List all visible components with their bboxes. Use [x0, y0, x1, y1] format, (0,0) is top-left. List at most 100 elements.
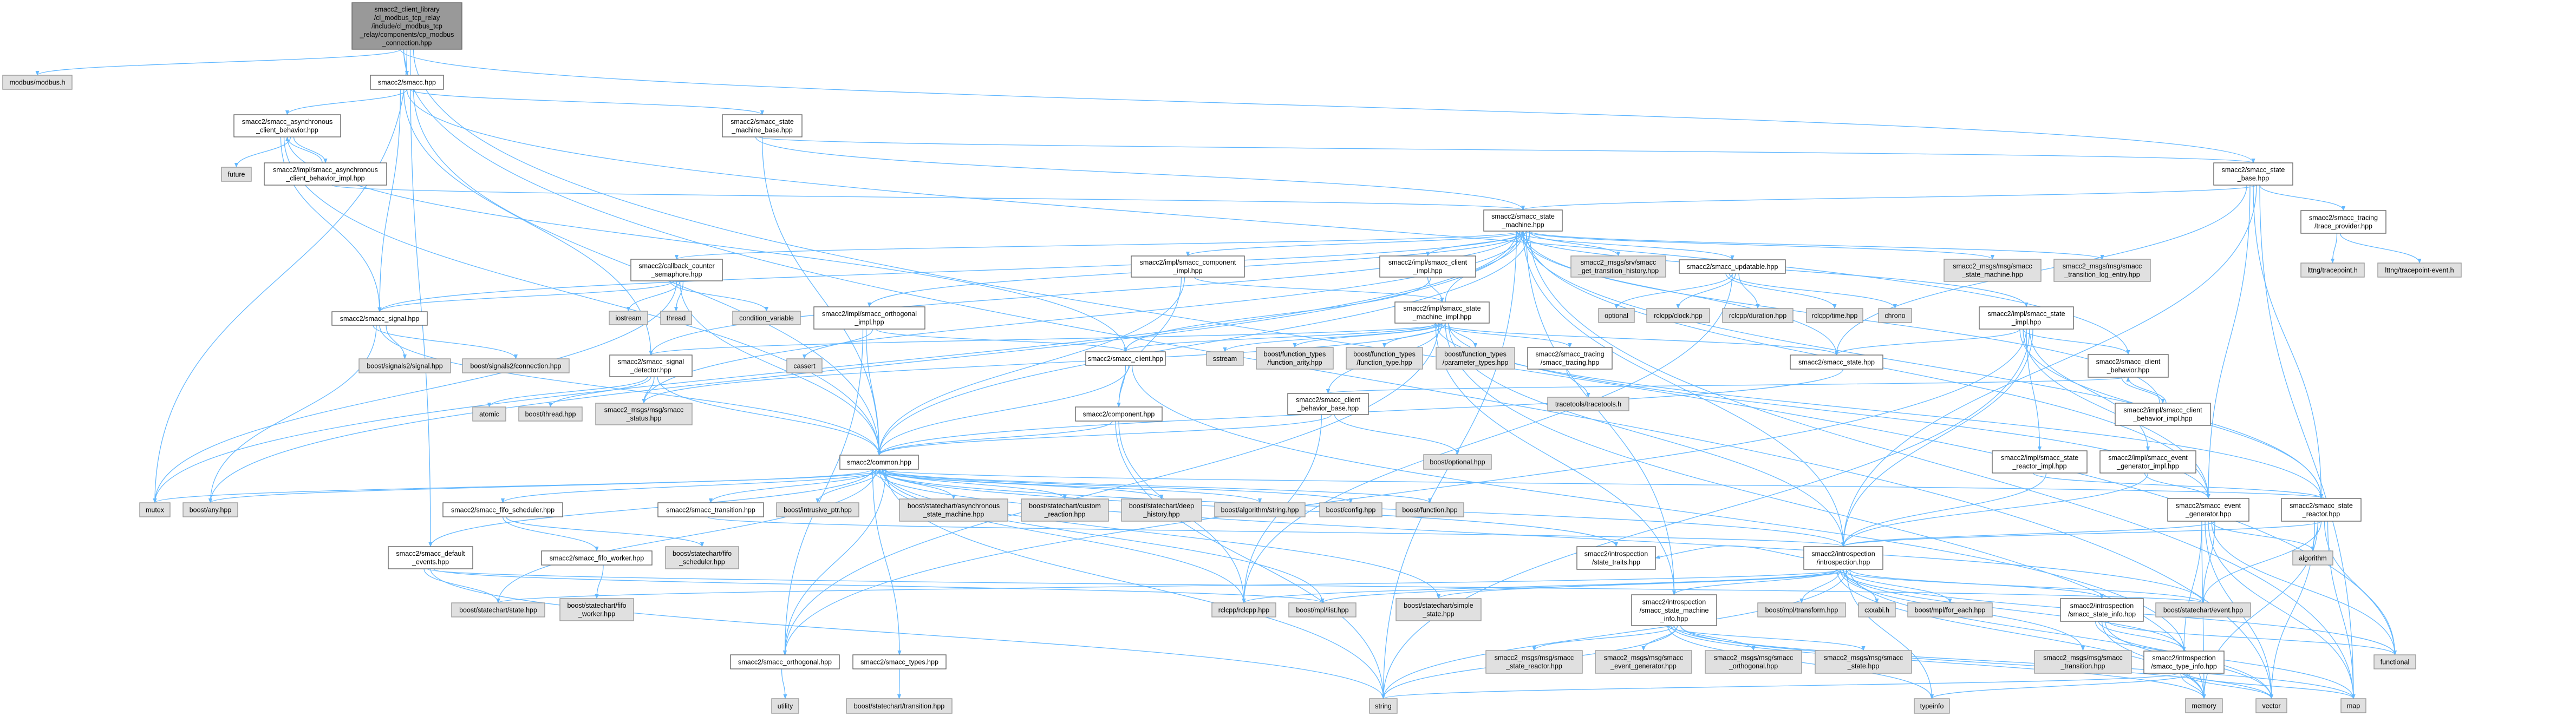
node-box — [1631, 594, 1717, 626]
node-box — [1287, 393, 1369, 415]
node-box — [1595, 650, 1692, 674]
node-future: future — [221, 167, 252, 182]
node-state-traits[interactable]: smacc2/introspection/state_traits.hpp — [1576, 546, 1656, 570]
node-label: smacc2/callback_counter — [638, 262, 714, 270]
node-state-machine[interactable]: smacc2/smacc_state_machine.hpp — [1483, 209, 1563, 232]
node-smacc-state[interactable]: smacc2/smacc_state.hpp — [1790, 354, 1883, 370]
edge-sm_impl-to-sstream — [1223, 323, 1439, 352]
node-smacc-client[interactable]: smacc2/smacc_client.hpp — [1085, 351, 1166, 366]
edge-state_impl-to-eg_impl — [2029, 329, 2150, 451]
node-box — [813, 306, 925, 330]
node-sm-base[interactable]: smacc2/smacc_state_machine_base.hpp — [722, 114, 803, 137]
node-algstring: boost/algorithm/string.hpp — [1214, 502, 1306, 517]
node-sc-fifo-worker: boost/statechart/fifo_worker.hpp — [559, 598, 634, 621]
node-event-gen[interactable]: smacc2/smacc_event_generator.hpp — [2167, 498, 2249, 522]
node-sm-impl[interactable]: smacc2/impl/smacc_state_machine_impl.hpp — [1394, 301, 1490, 324]
node-state-info[interactable]: smacc2/introspection/smacc_state_info.hp… — [2060, 598, 2144, 622]
edge-cb_impl-to-client_behavior — [2126, 377, 2167, 404]
node-label: boost/statechart/fifo — [673, 550, 732, 557]
node-component[interactable]: smacc2/component.hpp — [1075, 406, 1163, 422]
node-eg-impl[interactable]: smacc2/impl/smacc_event_generator_impl.h… — [2099, 450, 2196, 474]
node-types[interactable]: smacc2/smacc_types.hpp — [852, 654, 947, 669]
node-smacc[interactable]: smacc2/smacc.hpp — [370, 75, 444, 90]
node-box — [370, 75, 444, 90]
edge-component-to-common — [877, 421, 1113, 456]
node-callback[interactable]: smacc2/callback_counter_semaphore.hpp — [630, 259, 723, 281]
node-label: smacc2/common.hpp — [847, 458, 911, 466]
node-box — [1346, 347, 1423, 370]
node-orth-impl[interactable]: smacc2/impl/smacc_orthogonal_impl.hpp — [813, 306, 925, 330]
edge-state_base-to-state_reactor — [2253, 185, 2324, 499]
edge-callback-to-iostream — [626, 280, 681, 312]
node-box — [472, 406, 506, 422]
node-box — [2373, 654, 2416, 669]
node-trace-provider[interactable]: smacc2/smacc_tracing/trace_provider.hpp — [2300, 210, 2386, 234]
node-updatable[interactable]: smacc2/smacc_updatable.hpp — [1679, 259, 1786, 274]
edge-state_machine-to-component_impl — [1186, 231, 1524, 257]
node-sc-transition: boost/statechart/transition.hpp — [846, 698, 953, 714]
edge-trace_provider-to-tracepoint_event — [2339, 233, 2422, 264]
node-introspection[interactable]: smacc2/introspection/introspection.hpp — [1803, 546, 1883, 570]
node-box — [1803, 546, 1883, 570]
node-async-cb[interactable]: smacc2/smacc_asynchronous_client_behavio… — [233, 114, 341, 137]
node-label: smacc2/smacc_fifo_worker.hpp — [550, 554, 644, 562]
node-label: /smacc_tracing.hpp — [1541, 359, 1599, 366]
node-type-info[interactable]: smacc2/introspection/smacc_type_info.hpp — [2143, 651, 2225, 674]
edge-state_reactor-to-vector — [2269, 521, 2316, 699]
node-fifo-sched[interactable]: smacc2/smacc_fifo_scheduler.hpp — [442, 502, 563, 517]
node-label: _state_machine.hpp — [923, 511, 984, 518]
node-smacc-tracing[interactable]: smacc2/smacc_tracing/smacc_tracing.hpp — [1527, 347, 1613, 370]
node-state-base[interactable]: smacc2/smacc_state_base.hpp — [2213, 162, 2293, 186]
node-sm-info[interactable]: smacc2/introspection/smacc_state_machine… — [1631, 594, 1717, 626]
node-box — [1369, 698, 1398, 714]
node-label: smacc2/smacc_fifo_scheduler.hpp — [451, 506, 555, 514]
node-fifo-worker[interactable]: smacc2/smacc_fifo_worker.hpp — [541, 550, 653, 566]
node-transition[interactable]: smacc2/smacc_transition.hpp — [657, 502, 764, 517]
node-default-events[interactable]: smacc2/smacc_default_events.hpp — [388, 546, 473, 569]
node-box — [2155, 602, 2251, 618]
node-box — [2115, 403, 2211, 426]
node-box — [609, 311, 648, 325]
edge-state_machine-to-any — [208, 231, 1521, 503]
node-signal-detector[interactable]: smacc2/smacc_signal_detector.hpp — [609, 354, 693, 377]
node-transform: boost/mpl/transform.hpp — [1757, 602, 1846, 618]
node-label: smacc2_msgs/msg/smacc — [1604, 654, 1684, 662]
edge-sm_info-to-m_reactor — [1532, 625, 1675, 651]
node-cb-impl[interactable]: smacc2/impl/smacc_client_behavior_impl.h… — [2115, 403, 2211, 426]
edge-callback-to-signal — [377, 280, 674, 312]
edge-root-to-state_base — [400, 49, 2255, 163]
node-sr-impl[interactable]: smacc2/impl/smacc_state_reactor_impl.hpp — [1992, 450, 2088, 474]
node-signal[interactable]: smacc2/smacc_signal.hpp — [331, 311, 428, 326]
node-typeinfo: typeinfo — [1914, 698, 1950, 714]
node-label: boost/statechart/state.hpp — [459, 606, 537, 614]
node-impl-async[interactable]: smacc2/impl/smacc_asynchronous_client_be… — [264, 162, 387, 186]
node-box — [1485, 650, 1583, 674]
node-orthogonal[interactable]: smacc2/smacc_orthogonal.hpp — [730, 654, 840, 669]
node-utility: utility — [771, 698, 799, 714]
node-label: boost/statechart/deep — [1129, 502, 1194, 510]
node-state-impl[interactable]: smacc2/impl/smacc_state_impl.hpp — [1979, 306, 2074, 330]
node-box — [1211, 602, 1276, 618]
node-box — [1423, 454, 1492, 470]
edge-sm_impl-to-f_arity — [1293, 323, 1443, 348]
edge-common-to-types — [872, 469, 902, 655]
node-cbb[interactable]: smacc2/smacc_client_behavior_base.hpp — [1287, 393, 1369, 415]
edge-common-to-orthogonal — [782, 469, 886, 655]
edge-state_machine-to-map — [1529, 231, 2356, 699]
node-component-impl[interactable]: smacc2/impl/smacc_component_impl.hpp — [1131, 255, 1245, 278]
node-label: smacc2/impl/smacc_orthogonal — [822, 310, 917, 318]
node-client-impl[interactable]: smacc2/impl/smacc_client_impl.hpp — [1379, 255, 1476, 278]
edge-callback-to-condvar — [669, 280, 769, 312]
node-tracepoint-event: lttng/tracepoint-event.h — [2377, 262, 2462, 278]
node-label: boost/config.hpp — [1326, 506, 1376, 514]
node-box — [730, 654, 840, 669]
node-box — [1395, 598, 1482, 621]
node-box — [1121, 498, 1202, 522]
node-label: boost/statechart/custom — [1029, 502, 1101, 510]
node-state-reactor[interactable]: smacc2/smacc_state_reactor.hpp — [2281, 498, 2362, 522]
node-label: rclcpp/time.hpp — [1812, 312, 1858, 319]
node-client-behavior[interactable]: smacc2/smacc_client_behavior.hpp — [2088, 354, 2169, 378]
edge-sm_info-to-vector — [1680, 625, 2273, 699]
edge-client_impl-to-smacc_client — [1123, 277, 1432, 352]
node-common[interactable]: smacc2/common.hpp — [839, 455, 919, 470]
